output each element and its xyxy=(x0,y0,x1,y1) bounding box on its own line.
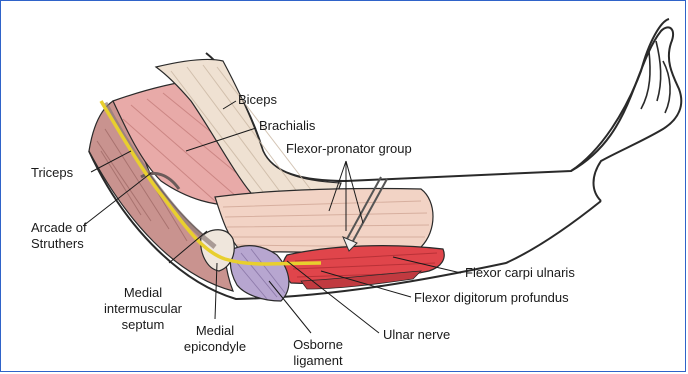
label-ulnar-nerve: Ulnar nerve xyxy=(383,327,450,343)
label-osborne-ligament: Osborne ligament xyxy=(283,337,353,369)
label-triceps: Triceps xyxy=(31,165,73,181)
label-flexor-pronator-group: Flexor-pronator group xyxy=(286,141,412,157)
label-flexor-carpi-ulnaris: Flexor carpi ulnaris xyxy=(465,265,575,281)
flexor-pronator-mass xyxy=(215,188,433,252)
label-medial-intermuscular-septum: Medial intermuscular septum xyxy=(97,285,189,333)
finger-outline xyxy=(641,41,670,113)
label-flexor-digitorum-profundus: Flexor digitorum profundus xyxy=(414,290,569,306)
hand-outline xyxy=(571,27,681,201)
osborne-ligament-shape xyxy=(230,246,289,301)
label-brachialis: Brachialis xyxy=(259,118,315,134)
leader-osborne xyxy=(269,281,311,333)
label-biceps: Biceps xyxy=(238,92,277,108)
label-medial-epicondyle: Medial epicondyle xyxy=(177,323,253,355)
label-arcade-of-struthers: Arcade of Struthers xyxy=(31,220,87,252)
